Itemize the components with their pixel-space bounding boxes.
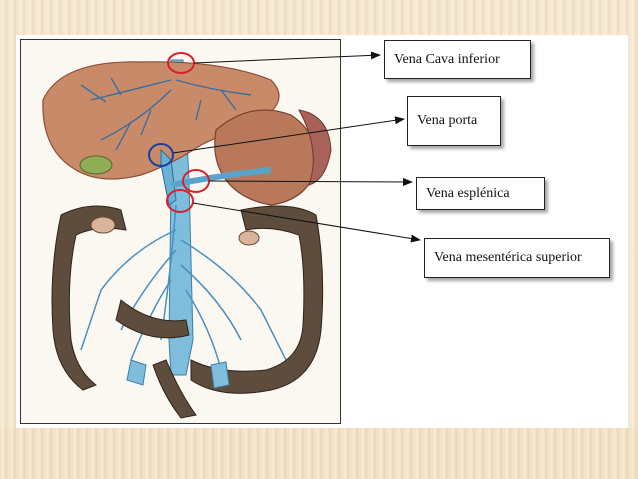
spleen	[298, 109, 332, 186]
arrow-vena-mesenterica	[192, 202, 421, 243]
intestine-cut-end	[238, 230, 260, 246]
label-vena-esplenica: Vena esplénica	[416, 177, 545, 210]
intestine-cut-end	[90, 216, 116, 234]
iliac-vein-ends	[126, 359, 230, 389]
slide-background-band	[0, 428, 638, 479]
marker-circle-vena-esplenica	[182, 169, 210, 193]
label-vena-cava-inferior: Vena Cava inferior	[384, 40, 531, 79]
label-vena-porta: Vena porta	[407, 96, 501, 146]
marker-circle-vena-cava	[167, 52, 195, 74]
arrow-vena-cava	[193, 51, 381, 64]
arrow-vena-esplenica	[208, 177, 413, 186]
arrow-vena-porta	[172, 116, 405, 154]
anatomy-illustration	[42, 59, 332, 419]
mesenteric-vein-branches	[80, 204, 287, 371]
anatomy-figure	[20, 39, 341, 424]
marker-circle-vena-porta	[148, 143, 174, 167]
vena-esplenica-vessel	[170, 167, 272, 188]
colon	[51, 205, 324, 419]
hepatic-vein-branches	[80, 77, 252, 151]
label-vena-mesenterica-superior: Vena mesentérica superior	[424, 238, 610, 278]
marker-circle-vena-mesenterica	[166, 189, 194, 213]
gallbladder	[79, 155, 113, 175]
